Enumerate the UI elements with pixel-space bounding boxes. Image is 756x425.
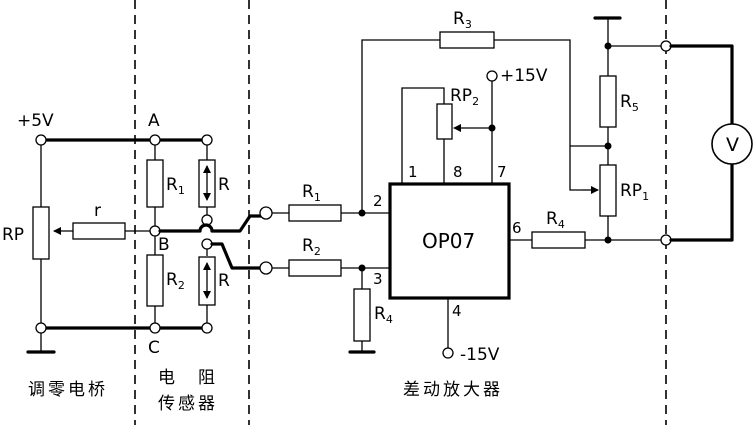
node-a-label: A <box>148 111 160 131</box>
rp-label: RP <box>2 225 24 245</box>
plus15v-label: +15V <box>500 66 548 86</box>
resistance-sensor: A B C R1 R2 R R <box>125 111 266 358</box>
r5-resistor <box>599 75 617 128</box>
r1-sensor-resistor <box>146 159 164 208</box>
r4-output-label: R4 <box>546 209 565 231</box>
caption-diff-amp: 差动放大器 <box>403 380 503 400</box>
caption-zero-bridge: 调零电桥 <box>28 380 108 400</box>
r-upper-label: R <box>218 175 230 195</box>
r3-label: R3 <box>453 9 472 31</box>
rp2-label: RP2 <box>450 86 479 108</box>
node-c-label: C <box>148 338 160 358</box>
node-b-label: B <box>158 235 170 255</box>
pin8-label: 8 <box>453 163 463 181</box>
r2-sensor-label: R2 <box>166 270 185 292</box>
r3-feedback-resistor <box>439 31 495 49</box>
minus15v-label: -15V <box>460 345 500 365</box>
pin7-label: 7 <box>497 163 507 181</box>
r-lower-label: R <box>218 271 230 291</box>
voltmeter-circle <box>711 123 753 165</box>
r4-output-resistor <box>531 231 586 249</box>
r-small-label: r <box>94 201 101 221</box>
r-small-resistor <box>72 222 126 240</box>
pin6-label: 6 <box>512 219 522 237</box>
zero-adjust-bridge: +5V RP r <box>2 111 209 354</box>
pin1-label: 1 <box>408 163 418 181</box>
rp2-potentiometer <box>436 103 453 140</box>
opamp-label: OP07 <box>422 229 475 253</box>
differential-amplifier: R1 R2 R3 R4 OP07 +15V RP2 1 8 7 2 3 6 4 <box>259 9 661 365</box>
rp1-label: RP1 <box>620 181 649 203</box>
r2-input-label: R2 <box>302 236 321 258</box>
r1-sensor-label: R1 <box>166 175 185 197</box>
pin4-label: 4 <box>452 302 462 320</box>
r5-label: R5 <box>620 92 639 114</box>
r1-input-resistor <box>288 204 342 222</box>
r1-input-label: R1 <box>302 182 321 204</box>
caption-sensor-line2: 传感器 <box>158 394 218 414</box>
rp-potentiometer <box>32 206 50 260</box>
voltmeter-label: V <box>726 134 739 156</box>
r2-sensor-resistor <box>146 254 164 307</box>
plus5v-label: +5V <box>17 111 54 131</box>
pin3-label: 3 <box>373 270 383 288</box>
voltmeter: V <box>660 40 753 246</box>
r4-ground-resistor <box>353 288 371 342</box>
op07-opamp <box>388 182 511 300</box>
r4-ground-label: R4 <box>374 304 393 326</box>
pin2-label: 2 <box>373 192 383 210</box>
caption-sensor-line1: 电 阻 <box>158 368 218 388</box>
r2-input-resistor <box>288 259 342 277</box>
rp1-potentiometer <box>599 164 617 217</box>
